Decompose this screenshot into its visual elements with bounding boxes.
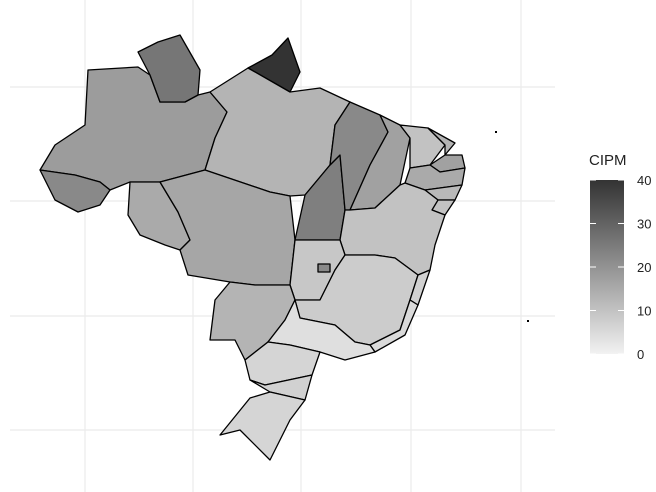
- region-SC: [249, 374, 313, 401]
- region-RR: [137, 34, 201, 103]
- region-DF: [317, 263, 331, 273]
- region-AC: [39, 169, 111, 213]
- legend-title: CIPM: [589, 152, 627, 169]
- island-mark: [527, 320, 529, 322]
- region-RS: [219, 391, 306, 461]
- legend-tick-label: 0: [637, 347, 644, 362]
- legend-tick-label: 40: [637, 173, 651, 188]
- color-legend: CIPM 40 30 20 10 0: [589, 152, 651, 362]
- legend-tick-label: 30: [637, 217, 651, 232]
- legend-tick-label: 20: [637, 260, 651, 275]
- legend-ticks: 40 30 20 10 0: [590, 173, 651, 362]
- legend-tick-label: 10: [637, 304, 651, 319]
- map-regions: [39, 34, 466, 461]
- island-mark: [495, 131, 497, 133]
- offshore-islands: [495, 131, 529, 322]
